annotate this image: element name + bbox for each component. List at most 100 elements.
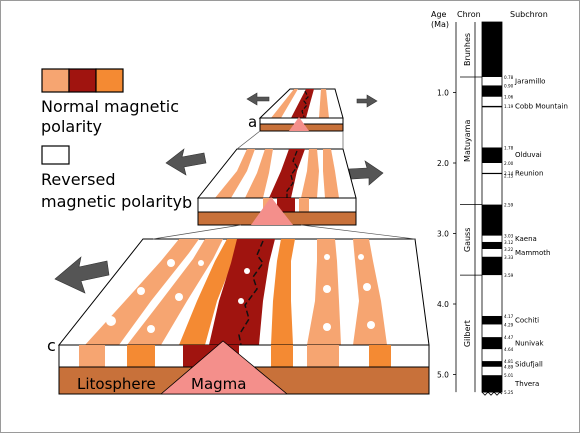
column-break-mark: [481, 391, 503, 396]
polarity-timescale: Age (Ma) Chron Subchron 1.0 2.0 3.0 4.0 5.0 B…: [431, 10, 568, 396]
zoom-guides: [152, 130, 416, 240]
normal-interval-11: [482, 375, 502, 393]
boundary-age-4: 1.78: [504, 145, 514, 150]
block-c-stripe-l-inner: [127, 239, 223, 345]
subchron-reunion: Reunion: [515, 169, 543, 177]
col-age: Age: [431, 10, 447, 19]
subchron-cochiti: Cochiti: [515, 317, 539, 325]
block-c-rift: [238, 240, 264, 346]
stage-label-b: b: [182, 193, 192, 212]
boundary-age-1: 0.90: [504, 83, 514, 88]
boundary-age-9: 3.03: [504, 234, 514, 239]
normal-interval-2: [482, 105, 502, 108]
subchron-sidufjall: Sidufjall: [515, 360, 543, 368]
block-b: b: [182, 148, 357, 226]
subchron-olduvai: Olduvai: [515, 151, 542, 159]
chron-label-gilbert: Gilbert: [463, 320, 472, 347]
subchron-thvera: Thvera: [514, 380, 539, 388]
block-b-ridge: [269, 149, 305, 198]
normal-interval-5: [482, 204, 502, 236]
normal-interval-3: [482, 147, 502, 163]
boundary-age-0: 0.78: [504, 75, 514, 80]
arrow-right-a: [356, 94, 378, 108]
subchron-mammoth: Mammoth: [515, 249, 550, 257]
block-c-stripe-l-mid: [179, 239, 241, 345]
block-b-crust-ridge: [277, 198, 295, 212]
boundary-age-2: 1.06: [504, 95, 514, 100]
subchron-cobb-mountain: Cobb Mountain: [515, 102, 568, 110]
block-b-stripe-l1: [215, 149, 255, 198]
age-tick-label-1: 2.0: [437, 159, 449, 168]
boundary-age-15: 4.29: [504, 322, 514, 327]
boundary-age-17: 4.64: [504, 347, 514, 352]
age-tick-label-2: 3.0: [437, 230, 449, 239]
arrow-left-a: [246, 92, 270, 106]
block-c-stripe-r-outer: [353, 239, 387, 345]
block-b-rift: [286, 150, 298, 198]
legend-reversed-line2: magnetic polarity: [41, 192, 182, 211]
crust-c-4: [307, 345, 339, 367]
normal-interval-7: [482, 256, 502, 276]
normal-interval-0: [482, 22, 502, 77]
crust-c-5: [369, 345, 391, 367]
col-age-unit: (Ma): [431, 20, 449, 29]
chron-label-gauss: Gauss: [463, 228, 472, 253]
block-b-magma: [251, 197, 293, 225]
boundary-age-12: 3.33: [504, 255, 514, 260]
block-c: Litosphere Magma c: [47, 238, 430, 395]
subchron-nunivak: Nunivak: [515, 339, 544, 347]
block-c-magma: [159, 340, 289, 395]
col-subchron: Subchron: [510, 10, 548, 19]
block-c-ridge: [209, 239, 275, 345]
legend-reversed-line1: Reversed: [41, 170, 115, 189]
legend: Normal magnetic polarity Reversed magnet…: [41, 68, 182, 211]
legend-swatch-light: [41, 68, 70, 93]
legend-normal-line2: polarity: [41, 117, 102, 136]
normal-interval-4: [482, 172, 502, 175]
block-c-stripe-texture: [106, 254, 375, 333]
boundary-age-13: 3.59: [504, 273, 514, 278]
normal-interval-8: [482, 315, 502, 325]
age-tick-label-3: 4.0: [437, 300, 449, 309]
boundary-age-16: 4.47: [504, 335, 514, 340]
normal-interval-6: [482, 241, 502, 250]
stage-label-a: a: [248, 113, 257, 131]
arrow-left-b: [165, 148, 207, 176]
boundary-age-3: 1.19: [504, 104, 514, 109]
block-b-stripe-r1: [301, 149, 319, 198]
boundary-age-10: 3.12: [504, 240, 514, 245]
block-b-stripe-l2: [245, 149, 273, 198]
block-a-magma: [289, 117, 309, 131]
magma-label: Magma: [191, 375, 246, 393]
boundary-age-7: 2.15: [504, 174, 514, 179]
timescale-body: 1.0 2.0 3.0 4.0 5.0 BrunhesMatuyamaGaussGilbe…: [437, 21, 568, 396]
legend-normal-line1: Normal magnetic: [41, 97, 179, 116]
crust-c-1: [79, 345, 105, 367]
legend-swatch-reversed: [41, 145, 70, 165]
boundary-age-18: 4.81: [504, 359, 514, 364]
block-a-stripe-l: [271, 89, 298, 118]
block-b-stripe-r2: [323, 149, 339, 198]
boundary-age-8: 2.59: [504, 203, 514, 208]
boundary-age-11: 3.22: [504, 247, 514, 252]
arrow-right-b: [348, 160, 384, 186]
col-chron: Chron: [457, 10, 481, 19]
subchron-jaramillo: Jaramillo: [514, 78, 545, 86]
age-tick-label-4: 5.0: [437, 371, 449, 380]
chron-label-matuyama: Matuyama: [463, 120, 472, 162]
block-a: a: [248, 88, 344, 132]
crust-c-3: [271, 345, 293, 367]
age-tick-label-0: 1.0: [437, 89, 449, 98]
chron-label-brunhes: Brunhes: [463, 33, 472, 66]
boundary-age-14: 4.17: [504, 314, 514, 319]
boundary-age-6: 2.14: [504, 171, 514, 176]
boundary-age-20: 5.01: [504, 373, 514, 378]
crust-c-2: [127, 345, 155, 367]
block-a-rift: [301, 90, 309, 118]
stage-label-c: c: [47, 336, 56, 355]
block-c-stripe-r-mid: [271, 239, 295, 345]
block-b-crust-r: [299, 198, 309, 212]
block-a-stripe-r: [319, 89, 329, 118]
